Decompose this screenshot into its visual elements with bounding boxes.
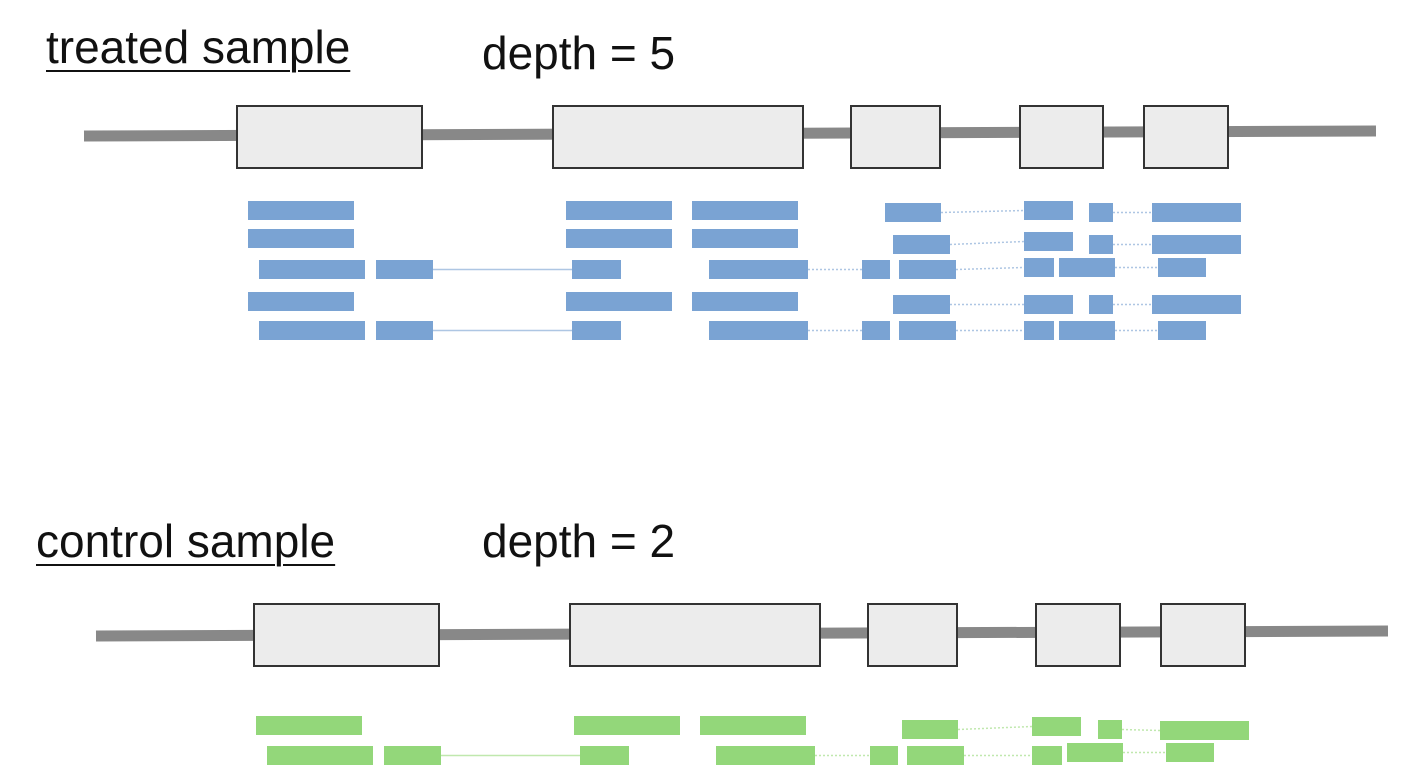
treated-exon-4 [1019,105,1104,169]
control-read-segment [716,746,815,765]
control-read-segment [1032,746,1062,765]
treated-read-segment [566,229,672,248]
treated-read-segment [893,235,950,254]
treated-read-segment [692,292,798,311]
treated-read-segment [1059,321,1115,340]
treated-read-segment [709,260,808,279]
treated-read-segment [862,321,890,340]
control-depth-label: depth = 2 [482,515,676,567]
control-read-segment [1098,720,1122,739]
control-read-segment [1067,743,1123,762]
treated-read-segment [899,321,956,340]
treated-panel [83,105,1377,340]
treated-depth-label: depth = 5 [482,27,676,79]
treated-read-segment [1152,203,1241,222]
control-exon-5 [1160,603,1246,667]
treated-read-segment [1158,321,1206,340]
treated-read-segment [248,201,354,220]
treated-sample-title: treated sample [46,21,351,73]
treated-exon-5 [1143,105,1229,169]
control-read-segment [1032,717,1081,736]
treated-read-segment [1024,258,1054,277]
control-read-segment [907,746,964,765]
treated-read-segment [1152,235,1241,254]
treated-read-segment [259,321,365,340]
treated-exon-2 [552,105,804,169]
treated-read-segment [572,260,621,279]
treated-read-segment [248,229,354,248]
control-read-segment [384,746,441,765]
control-read-junction-dotted [957,725,1033,731]
treated-read-segment [1089,295,1113,314]
treated-exon-1 [236,105,423,169]
treated-read-segment [1152,295,1241,314]
treated-read-segment [885,203,941,222]
treated-read-segment [1024,232,1073,251]
control-read-segment [256,716,362,735]
treated-read-junction-dotted [940,209,1025,214]
treated-read-junction-dotted [955,266,1025,271]
control-sample-title: control sample [36,515,336,567]
control-exon-2 [569,603,821,667]
treated-read-segment [1024,321,1054,340]
treated-read-junction-dotted [949,240,1025,246]
treated-read-segment [709,321,808,340]
treated-read-segment [1024,295,1073,314]
treated-read-segment [1059,258,1115,277]
treated-read-segment [862,260,890,279]
treated-read-segment [566,292,672,311]
control-read-segment [700,716,806,735]
treated-read-segment [1089,235,1113,254]
treated-read-segment [248,292,354,311]
control-exon-1 [253,603,440,667]
control-read-segment [267,746,373,765]
control-panel [95,603,1389,765]
control-read-junction-dotted [1121,728,1161,732]
treated-read-segment [692,229,798,248]
treated-exon-3 [850,105,941,169]
control-exon-3 [867,603,958,667]
control-read-segment [1166,743,1214,762]
treated-read-segment [572,321,621,340]
control-read-segment [574,716,680,735]
treated-read-segment [259,260,365,279]
treated-read-segment [566,201,672,220]
control-read-segment [1160,721,1249,740]
treated-read-segment [893,295,950,314]
treated-read-segment [899,260,956,279]
control-read-segment [580,746,629,765]
treated-read-segment [1089,203,1113,222]
treated-read-segment [1158,258,1206,277]
treated-read-segment [692,201,798,220]
control-read-segment [870,746,898,765]
control-read-segment [902,720,958,739]
treated-read-segment [1024,201,1073,220]
treated-read-segment [376,260,433,279]
control-exon-4 [1035,603,1121,667]
treated-read-segment [376,321,433,340]
